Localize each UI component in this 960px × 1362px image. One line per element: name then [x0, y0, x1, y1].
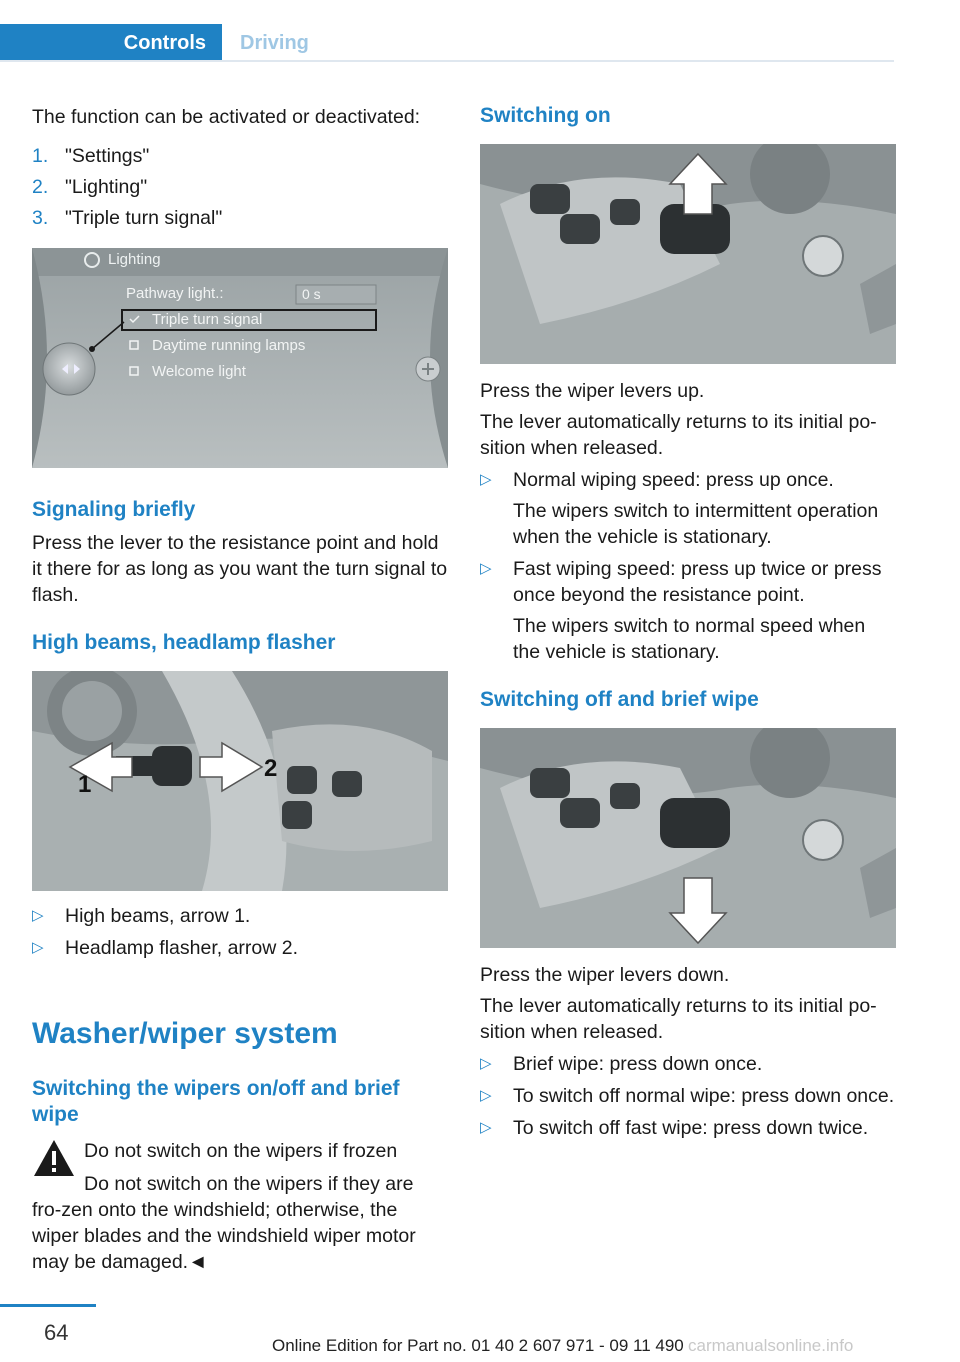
list-item-subtext: The wipers switch to intermittent operat… — [513, 500, 879, 548]
step-item: 2. "Lighting" — [32, 174, 448, 200]
menu-option-triple: Triple turn signal — [152, 311, 263, 328]
switching-on-heading: Switching on — [480, 104, 611, 127]
high-beams-figure: 1 2 — [32, 671, 448, 891]
switching-on-list: ▷ Normal wiping speed: press up once. The … — [480, 467, 896, 671]
list-item: ▷ High beams, arrow 1. — [32, 903, 448, 929]
warning-icon — [34, 1140, 74, 1176]
bullet-triangle-icon: ▷ — [480, 1119, 492, 1136]
lighting-menu-figure: Lighting Pathway light.: 0 s Triple turn… — [32, 248, 448, 468]
menu-option-daytime: Daytime running lamps — [152, 337, 306, 354]
list-item: ▷ Brief wipe: press down once. — [480, 1051, 896, 1077]
bullet-triangle-icon: ▷ — [480, 560, 492, 577]
list-item-text: High beams, arrow 1. — [65, 905, 251, 927]
list-item-text: Brief wipe: press down once. — [513, 1053, 763, 1075]
switching-off-line2: The lever automatically returns to its i… — [480, 995, 877, 1043]
step-text: "Triple turn signal" — [65, 207, 223, 229]
step-number: 1. — [32, 145, 49, 167]
tab-driving[interactable]: Driving — [240, 32, 309, 54]
step-number: 2. — [32, 176, 49, 198]
list-item: ▷ Fast wiping speed: press up twice or pr… — [480, 556, 896, 665]
step-number: 3. — [32, 207, 49, 229]
page-header: Controls Driving — [0, 0, 894, 62]
switching-on-line2: The lever automatically returns to its i… — [480, 411, 877, 459]
list-item-text: Fast wiping speed: press up twice or pre… — [513, 558, 882, 606]
settings-steps: 1. "Settings" 2. "Lighting" 3. "Triple turn… — [32, 143, 448, 236]
signaling-heading: Signaling briefly — [32, 498, 196, 521]
list-item-subtext: The wipers switch to normal speed when t… — [513, 615, 866, 663]
pathway-value: 0 s — [302, 286, 321, 302]
list-item: ▷ Headlamp flasher, arrow 2. — [32, 935, 448, 961]
intro-text: The function can be activated or deactiv… — [32, 106, 421, 128]
list-item: ▷ To switch off normal wipe: press down o… — [480, 1083, 896, 1109]
list-item-text: To switch off fast wipe: press down twic… — [513, 1117, 869, 1139]
signaling-text: Press the lever to the resistance point … — [32, 532, 448, 606]
switching-off-list: ▷ Brief wipe: press down once. ▷ To switch… — [480, 1051, 896, 1147]
warning-text: Do not switch on the wipers if they are … — [32, 1173, 416, 1273]
list-item-text: Headlamp flasher, arrow 2. — [65, 937, 299, 959]
step-item: 3. "Triple turn signal" — [32, 205, 448, 231]
list-item-text: Normal wiping speed: press up once. — [513, 469, 834, 491]
menu-option-welcome: Welcome light — [152, 363, 246, 380]
washer-subheading: Switching the wipers on/off and brief wi… — [32, 1077, 400, 1126]
switching-on-line1: Press the wiper levers up. — [480, 380, 705, 402]
page-number: 64 — [44, 1320, 69, 1345]
wiper-up-figure — [480, 144, 896, 364]
step-text: "Settings" — [65, 145, 150, 167]
list-item: ▷ To switch off fast wipe: press down twi… — [480, 1115, 896, 1141]
step-item: 1. "Settings" — [32, 143, 448, 169]
watermark: carmanualsonline.info — [688, 1336, 854, 1355]
bullet-triangle-icon: ▷ — [480, 1055, 492, 1072]
warning-title: Do not switch on the wipers if frozen — [84, 1140, 398, 1162]
bullet-triangle-icon: ▷ — [32, 939, 44, 956]
high-beams-list: ▷ High beams, arrow 1. ▷ Headlamp flasher,… — [32, 903, 448, 967]
bullet-triangle-icon: ▷ — [480, 1087, 492, 1104]
footer-rule — [0, 1304, 96, 1307]
menu-title: Lighting — [108, 251, 161, 268]
arrow-2-label: 2 — [264, 755, 278, 782]
switching-off-heading: Switching off and brief wipe — [480, 688, 759, 711]
switching-off-line1: Press the wiper levers down. — [480, 964, 730, 986]
bullet-triangle-icon: ▷ — [32, 907, 44, 924]
edition-text: Online Edition for Part no. 01 40 2 607 … — [272, 1336, 684, 1355]
header-rule — [0, 60, 894, 62]
bullet-triangle-icon: ▷ — [480, 471, 492, 488]
tab-controls[interactable]: Controls — [0, 24, 222, 62]
step-text: "Lighting" — [65, 176, 148, 198]
high-beams-heading: High beams, headlamp flasher — [32, 631, 336, 654]
arrow-1-label: 1 — [78, 771, 92, 798]
warning-block: Do not switch on the wipers if frozen Do… — [32, 1138, 448, 1278]
wiper-down-figure — [480, 728, 896, 948]
washer-heading: Washer/wiper system — [32, 1017, 338, 1050]
list-item-text: To switch off normal wipe: press down on… — [513, 1085, 895, 1107]
list-item: ▷ Normal wiping speed: press up once. The … — [480, 467, 896, 550]
pathway-label: Pathway light.: — [126, 285, 224, 302]
